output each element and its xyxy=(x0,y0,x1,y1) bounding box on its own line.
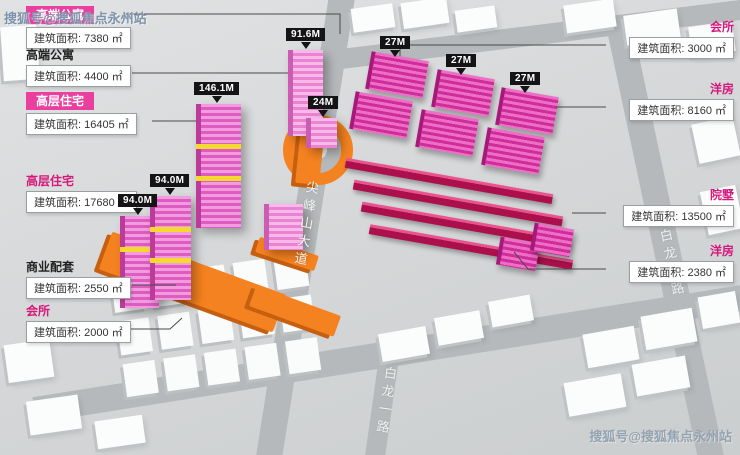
annotation-title: 会所 xyxy=(26,304,51,318)
slab-27m xyxy=(415,109,479,157)
down-arrow-icon xyxy=(211,96,222,103)
height-label: 24M xyxy=(308,96,339,109)
height-label: 27M xyxy=(446,54,477,67)
context-building xyxy=(350,3,396,33)
annotation-area: 建筑面积: 16405 ㎡ xyxy=(26,113,137,136)
annotation-area: 建筑面积: 2380 ㎡ xyxy=(629,261,734,284)
slab-27m xyxy=(481,127,545,175)
annotation-area: 建筑面积: 17680 ㎡ xyxy=(26,191,137,214)
annotation-area: 建筑面积: 7380 ㎡ xyxy=(26,27,131,50)
height-label: 94.0M xyxy=(118,194,158,207)
down-arrow-icon xyxy=(318,110,329,117)
annotation-title: 高端公寓 xyxy=(26,48,75,62)
annotation-title: 院墅 xyxy=(709,188,734,202)
height-label: 27M xyxy=(380,36,411,49)
annotation-title: 洋房 xyxy=(709,82,734,96)
annotation-area: 建筑面积: 3000 ㎡ xyxy=(629,37,734,60)
watermark-bottom-right: 搜狐号@搜狐焦点永州站 xyxy=(589,429,732,444)
annotation-area: 建筑面积: 2550 ㎡ xyxy=(26,277,131,300)
tower-94m-b xyxy=(150,196,191,300)
annotation-title: 商业配套 xyxy=(26,260,75,274)
watermark-top-left: 搜狐号@搜狐焦点永州站 xyxy=(4,11,147,26)
annotation-gardenhouse-2380: 洋房 建筑面积: 2380 ㎡ xyxy=(629,244,734,284)
down-arrow-icon xyxy=(390,50,401,57)
annotation-title: 高层住宅 xyxy=(26,174,75,188)
tower-mid xyxy=(264,204,303,250)
annotation-area: 建筑面积: 2000 ㎡ xyxy=(26,321,131,344)
annotation-apartment-4400: 高端公寓 建筑面积: 4400 ㎡ xyxy=(26,48,131,88)
context-building xyxy=(631,355,691,397)
down-arrow-icon xyxy=(164,188,175,195)
annotation-villa-13500: 院墅 建筑面积: 13500 ㎡ xyxy=(623,188,734,228)
height-marker: 24M xyxy=(308,96,339,117)
context-building xyxy=(3,338,55,384)
context-building xyxy=(400,0,450,30)
annotation-title: 洋房 xyxy=(709,244,734,258)
annotation-highrise-16405: 高层住宅 建筑面积: 16405 ㎡ xyxy=(26,92,137,136)
height-marker: 27M xyxy=(510,72,541,93)
annotation-area: 建筑面积: 13500 ㎡ xyxy=(623,205,734,228)
annotation-gardenhouse-8160: 洋房 建筑面积: 8160 ㎡ xyxy=(629,82,734,122)
annotation-commercial-2550: 商业配套 建筑面积: 2550 ㎡ xyxy=(26,260,131,300)
block-24m xyxy=(306,118,337,148)
annotation-highrise-17680: 高层住宅 建筑面积: 17680 ㎡ xyxy=(26,174,137,214)
annotation-area: 建筑面积: 4400 ㎡ xyxy=(26,65,131,88)
height-label: 146.1M xyxy=(194,82,240,95)
height-marker: 27M xyxy=(380,36,411,57)
slab-27m xyxy=(495,87,559,135)
annotation-title: 高端公寓 xyxy=(26,6,95,25)
annotation-clubhouse-3000: 会所 建筑面积: 3000 ㎡ xyxy=(629,20,734,60)
context-building xyxy=(94,414,146,450)
height-marker: 146.1M xyxy=(194,82,240,103)
down-arrow-icon xyxy=(520,86,531,93)
context-building xyxy=(697,290,740,330)
context-building xyxy=(691,116,740,164)
down-arrow-icon xyxy=(132,208,143,215)
context-building xyxy=(582,325,640,369)
height-marker: 91.6M xyxy=(286,28,326,49)
slab-27m xyxy=(431,69,495,117)
annotation-apartment-7380: 高端公寓 建筑面积: 7380 ㎡ xyxy=(26,6,131,50)
down-arrow-icon xyxy=(456,68,467,75)
height-label: 91.6M xyxy=(286,28,326,41)
tower-146m xyxy=(196,104,241,228)
context-building xyxy=(454,5,498,33)
annotation-title: 高层住宅 xyxy=(26,92,95,111)
height-marker: 94.0M xyxy=(118,194,158,215)
annotation-area: 建筑面积: 8160 ㎡ xyxy=(629,99,734,122)
height-marker: 94.0M xyxy=(150,174,190,195)
height-label: 94.0M xyxy=(150,174,190,187)
down-arrow-icon xyxy=(300,42,311,49)
height-marker: 27M xyxy=(446,54,477,75)
context-building xyxy=(563,373,627,417)
height-label: 27M xyxy=(510,72,541,85)
annotation-title: 会所 xyxy=(709,20,734,34)
annotation-clubhouse-2000: 会所 建筑面积: 2000 ㎡ xyxy=(26,304,131,344)
context-building xyxy=(25,394,83,436)
slab-27m xyxy=(349,91,413,139)
